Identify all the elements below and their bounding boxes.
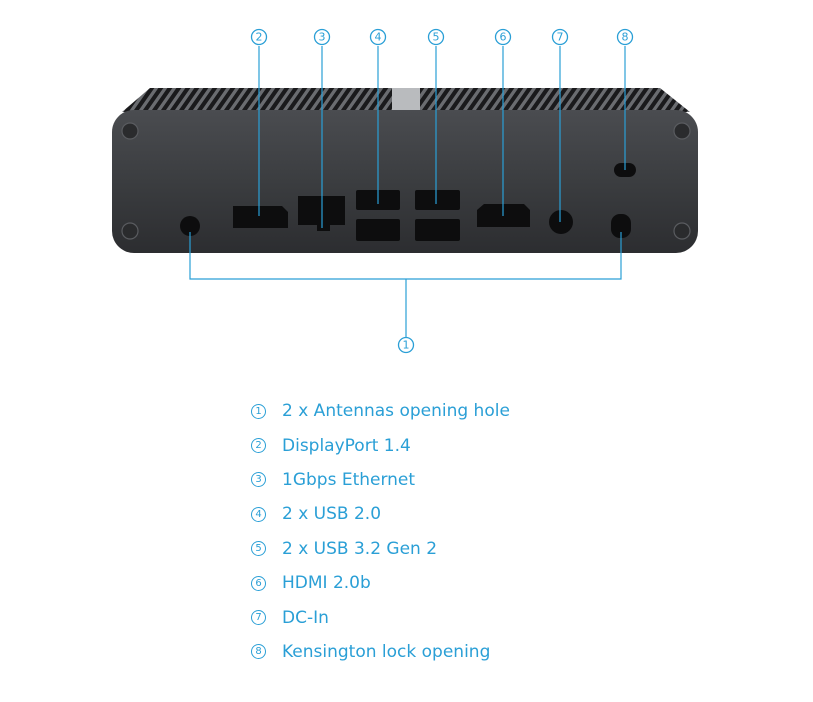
displayport-port — [233, 206, 288, 228]
callout-5: 5 — [433, 31, 440, 44]
dc-in-port — [549, 210, 573, 234]
leader-lines — [189, 46, 626, 337]
device-body — [112, 110, 698, 253]
legend-item: 4 2 x USB 2.0 — [251, 497, 510, 531]
legend-label: DisplayPort 1.4 — [282, 435, 411, 456]
legend-item: 6 HDMI 2.0b — [251, 566, 510, 600]
callout-8: 8 — [622, 31, 629, 44]
legend-label: 2 x Antennas opening hole — [282, 401, 510, 422]
callout-2: 2 — [256, 31, 263, 44]
legend-label: HDMI 2.0b — [282, 573, 371, 594]
legend-item: 5 2 x USB 3.2 Gen 2 — [251, 532, 510, 566]
usb32-port-bottom — [415, 219, 460, 241]
legend-number: 1 — [251, 403, 266, 419]
callout-6: 6 — [500, 31, 507, 44]
legend-item: 2 DisplayPort 1.4 — [251, 428, 510, 462]
legend-number: 4 — [251, 506, 266, 522]
callout-4: 4 — [375, 31, 382, 44]
heatsink-center-bar — [392, 88, 420, 112]
legend-item: 3 1Gbps Ethernet — [251, 463, 510, 497]
callout-3: 3 — [319, 31, 326, 44]
legend-label: Kensington lock opening — [282, 641, 491, 662]
callout-7: 7 — [557, 31, 564, 44]
screw-icons — [121, 122, 691, 240]
antenna-hole-right — [611, 214, 631, 238]
legend-label: DC-In — [282, 607, 329, 628]
legend-number: 6 — [251, 575, 266, 591]
legend-item: 7 DC-In — [251, 600, 510, 634]
legend-item: 8 Kensington lock opening — [251, 635, 510, 669]
ethernet-port-tab — [317, 224, 330, 231]
port-legend: 1 2 x Antennas opening hole 2 DisplayPort … — [251, 394, 510, 669]
legend-number: 3 — [251, 472, 266, 488]
callout-badges — [250, 28, 634, 354]
legend-label: 2 x USB 3.2 Gen 2 — [282, 538, 438, 559]
legend-item: 1 2 x Antennas opening hole — [251, 394, 510, 428]
callout-1: 1 — [403, 339, 410, 352]
legend-number: 8 — [251, 644, 266, 660]
usb32-port-top — [415, 190, 460, 210]
legend-label: 1Gbps Ethernet — [282, 469, 416, 490]
legend-number: 2 — [251, 438, 266, 454]
usb2-port-bottom — [356, 219, 400, 241]
legend-number: 7 — [251, 610, 266, 626]
legend-number: 5 — [251, 541, 266, 557]
legend-label: 2 x USB 2.0 — [282, 504, 382, 525]
antenna-hole-left — [180, 216, 200, 236]
